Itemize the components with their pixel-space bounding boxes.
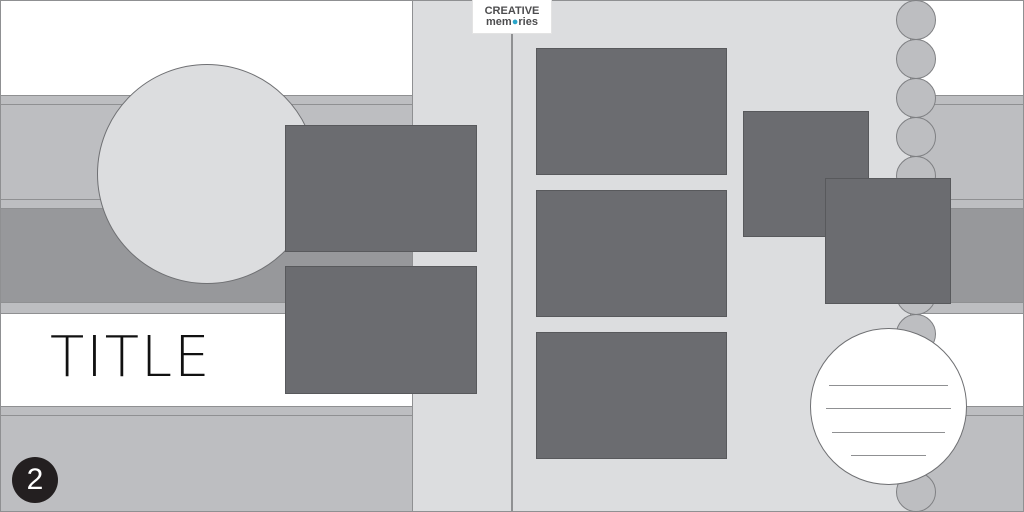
journal-line bbox=[829, 385, 948, 386]
photo-box bbox=[536, 332, 727, 459]
scallop-circle bbox=[896, 78, 936, 118]
logo-accent-dot: ● bbox=[511, 15, 519, 28]
journal-line bbox=[832, 432, 945, 433]
left-band-7 bbox=[0, 415, 413, 512]
photo-box bbox=[825, 178, 951, 304]
logo-line-2b: ries bbox=[518, 15, 538, 28]
journal-line bbox=[851, 455, 926, 456]
scallop-circle bbox=[896, 117, 936, 157]
journal-line bbox=[826, 408, 951, 409]
layout-title: TITLE bbox=[50, 325, 212, 390]
left-paper-panel bbox=[412, 0, 512, 512]
logo-line-2: mem●ries bbox=[486, 15, 538, 28]
scallop-circle bbox=[896, 0, 936, 40]
photo-box bbox=[285, 125, 477, 252]
photo-box bbox=[285, 266, 477, 394]
page-number-badge: 2 bbox=[12, 457, 58, 503]
scallop-circle bbox=[896, 39, 936, 79]
logo-line-2a: mem bbox=[486, 15, 512, 28]
circle-photo-spot bbox=[97, 64, 317, 284]
photo-box bbox=[536, 190, 727, 317]
photo-box bbox=[536, 48, 727, 175]
journal-circle bbox=[810, 328, 967, 485]
creative-memories-logo: CREATIVE mem●ries bbox=[472, 0, 552, 34]
logo-line-1: CREATIVE bbox=[484, 4, 540, 17]
